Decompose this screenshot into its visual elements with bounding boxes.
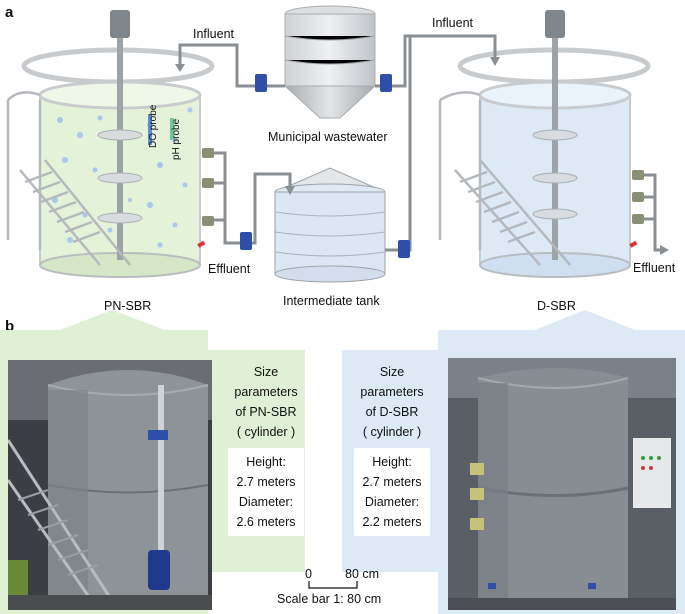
do-probe-rod — [148, 115, 152, 145]
pn-size-line2: parameters — [234, 385, 298, 399]
d-diameter-label: Diameter: — [364, 495, 420, 509]
d-size-line2: parameters — [360, 385, 424, 399]
d-sbr-label: D-SBR — [537, 299, 576, 313]
d-sbr-stairs — [438, 91, 571, 266]
influent-label-right: Influent — [432, 16, 474, 30]
pn-sbr-label: PN-SBR — [104, 299, 152, 313]
intermediate-tank-label: Intermediate tank — [283, 294, 380, 308]
pn-size-line3: of PN-SBR — [235, 405, 297, 419]
d-size-line1: Size — [379, 365, 405, 379]
ph-probe-rod — [170, 118, 174, 140]
d-height-value: 2.7 meters — [362, 475, 422, 489]
d-diameter-value: 2.2 meters — [362, 515, 422, 529]
d-level-sensors — [632, 170, 644, 224]
mixer-motor — [110, 10, 130, 38]
effluent-label-right: Effluent — [633, 261, 676, 275]
pn-size-values: Height: 2.7 meters Diameter: 2.6 meters — [228, 448, 304, 536]
pump-icons — [240, 74, 410, 258]
pn-diameter-label: Diameter: — [238, 495, 294, 509]
panel-b-letter: b — [5, 318, 15, 335]
d-height-label: Height: — [372, 455, 412, 469]
d-sbr-photo — [448, 358, 676, 610]
influent-label-left: Influent — [193, 27, 235, 41]
d-sbr-size-box: Size parameters of D-SBR ( cylinder ) He… — [348, 362, 436, 536]
ph-probe-label: pH probe — [171, 118, 182, 160]
pn-level-sensors — [202, 148, 214, 226]
d-size-line3: of D-SBR — [365, 405, 419, 419]
pn-sbr-tank — [6, 10, 215, 278]
d-size-line4: ( cylinder ) — [362, 425, 422, 439]
d-sbr-tank — [438, 10, 651, 278]
do-probe-label: DO probe — [148, 104, 159, 148]
pn-sbr-photo — [8, 360, 212, 610]
process-schematic — [6, 5, 669, 283]
scale-caption: Scale bar 1: 80 cm — [277, 592, 382, 606]
pn-size-line1: Size — [253, 365, 279, 379]
d-size-values: Height: 2.7 meters Diameter: 2.2 meters — [354, 448, 430, 536]
municipal-wastewater-label: Municipal wastewater — [268, 130, 388, 144]
pn-height-value: 2.7 meters — [236, 475, 296, 489]
pn-sbr-size-box: Size parameters of PN-SBR ( cylinder ) H… — [222, 362, 310, 536]
scale-80-label: 80 cm — [345, 567, 380, 581]
scale-zero-label: 0 — [305, 567, 312, 581]
scale-bar — [308, 581, 358, 589]
municipal-wastewater-tank — [283, 5, 377, 119]
mixer-motor-d — [545, 10, 565, 38]
flow-arrows — [175, 57, 669, 255]
pn-height-label: Height: — [246, 455, 286, 469]
pn-diameter-value: 2.6 meters — [236, 515, 296, 529]
panel-a-letter: a — [5, 4, 14, 21]
effluent-label-left: Effluent — [208, 262, 251, 276]
pn-size-line4: ( cylinder ) — [236, 425, 296, 439]
intermediate-tank-body — [274, 167, 386, 283]
pn-sbr-stairs — [6, 91, 131, 266]
